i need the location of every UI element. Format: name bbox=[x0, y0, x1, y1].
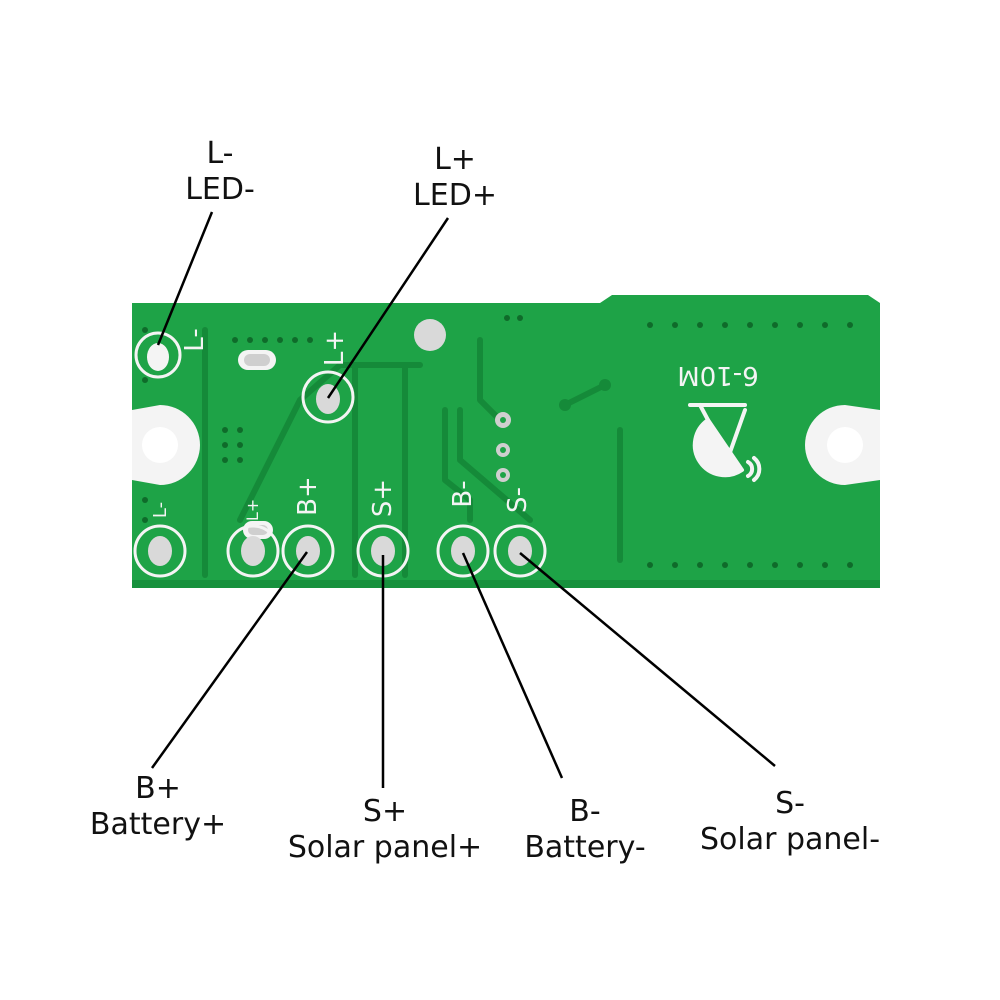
callout-b-minus-name: Battery- bbox=[524, 830, 646, 865]
callout-l-minus-code: L- bbox=[206, 136, 234, 171]
leader-line-l-plus bbox=[326, 217, 450, 399]
callout-s-plus: S+ Solar panel+ bbox=[280, 794, 490, 866]
mounting-hole-right bbox=[805, 405, 880, 485]
silk-label-L-minus-bottom: L- bbox=[150, 502, 171, 518]
callout-l-minus-name: LED- bbox=[185, 172, 255, 207]
pad-L-minus-bottom bbox=[133, 524, 187, 578]
silk-label-L-plus-small: L+ bbox=[243, 499, 262, 521]
pad-L-plus bbox=[301, 370, 355, 424]
callout-s-plus-code: S+ bbox=[362, 794, 408, 829]
silk-label-L-minus-top: L- bbox=[180, 328, 210, 351]
callout-l-minus: L- LED- bbox=[165, 136, 275, 208]
pad-L-plus-small bbox=[226, 524, 280, 578]
silk-model-text: 6-10M bbox=[677, 360, 758, 390]
callout-l-plus: L+ LED+ bbox=[400, 142, 510, 214]
silk-label-B-minus: B- bbox=[448, 480, 478, 507]
silk-label-L-plus: L+ bbox=[320, 330, 350, 366]
leader-line-l-minus bbox=[156, 211, 214, 346]
leader-line-s-minus bbox=[519, 552, 776, 767]
callout-l-plus-name: LED+ bbox=[413, 178, 497, 213]
callout-s-minus-name: Solar panel- bbox=[699, 822, 881, 857]
callout-s-plus-name: Solar panel+ bbox=[287, 830, 483, 865]
sensor-logo-icon bbox=[688, 403, 762, 482]
silk-label-S-plus: S+ bbox=[368, 479, 398, 517]
leader-line-b-plus bbox=[150, 551, 309, 769]
test-pad-round bbox=[414, 319, 446, 351]
silk-label-S-minus: S- bbox=[503, 487, 533, 513]
callout-b-minus-code: B- bbox=[569, 794, 601, 829]
callout-b-plus-name: Battery+ bbox=[89, 807, 227, 842]
silk-label-B-plus: B+ bbox=[293, 476, 323, 516]
callout-s-minus: S- Solar panel- bbox=[685, 786, 895, 858]
pad-B-minus bbox=[436, 524, 490, 578]
callout-s-minus-code: S- bbox=[775, 786, 805, 821]
pcb-edge-shade bbox=[132, 580, 880, 588]
via-column bbox=[495, 379, 611, 482]
callout-b-plus: B+ Battery+ bbox=[78, 771, 238, 843]
pcb-via-dots bbox=[142, 315, 853, 568]
pcb-outline bbox=[132, 295, 880, 588]
pcb-traces bbox=[202, 327, 623, 578]
callout-b-plus-code: B+ bbox=[135, 771, 181, 806]
callout-b-minus: B- Battery- bbox=[505, 794, 665, 866]
callout-l-plus-code: L+ bbox=[434, 142, 476, 177]
leader-line-b-minus bbox=[461, 552, 564, 779]
mounting-hole-left bbox=[132, 405, 200, 485]
pad-L-minus-top bbox=[134, 331, 182, 379]
smd-pad-oval-top bbox=[238, 350, 276, 370]
